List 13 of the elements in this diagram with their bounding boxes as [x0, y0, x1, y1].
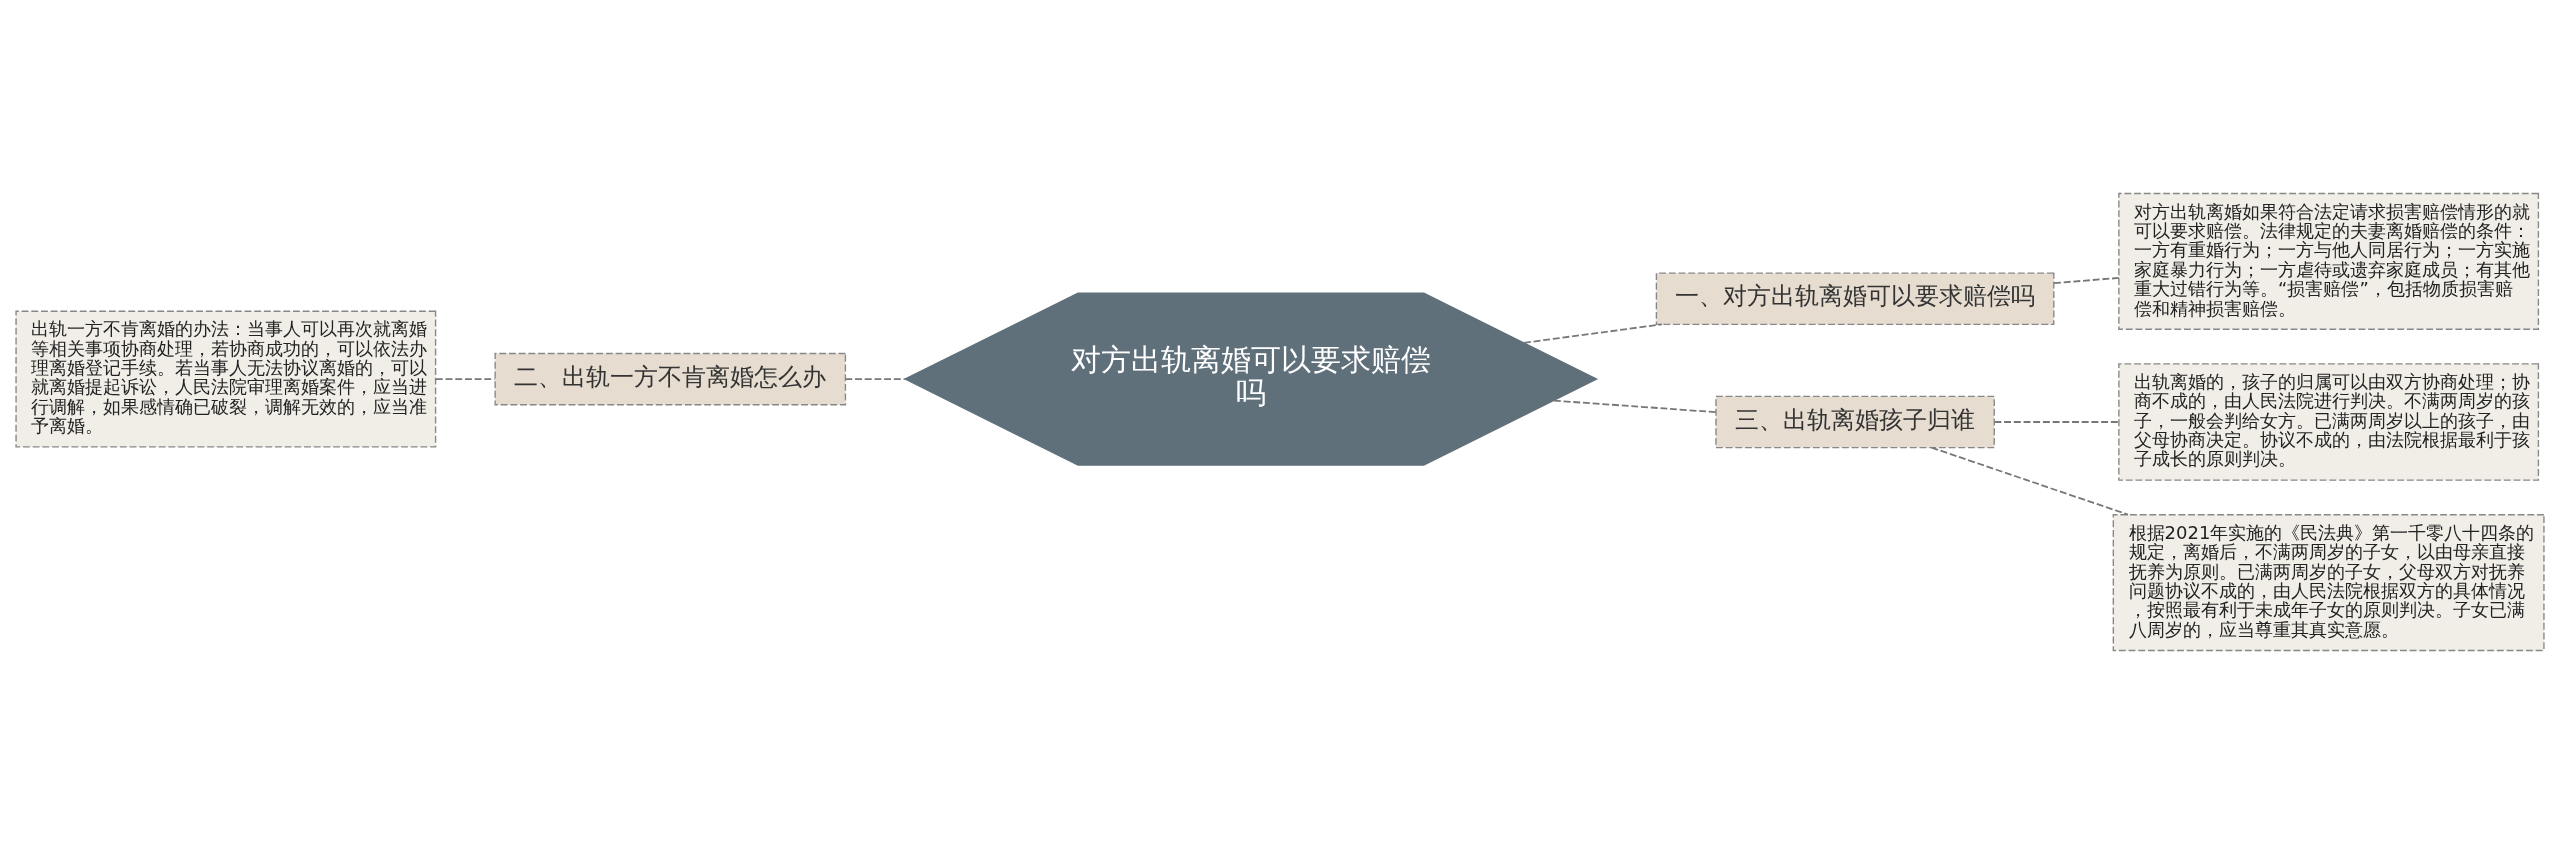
node-box: 根据2021年实施的《民法典》第一千零八十四条的规定，离婚后，不满两周岁的子女，以由母亲直接抚养为原则。已满两周岁的子女，父母双方对抚养问题协议不成的，由人民法院根据双方的具体情况，按照最有利于未成年子女的原则判决。子女已满八周岁的，应当尊重其真实意愿。: [2112, 514, 2545, 652]
connector: [1930, 446, 2129, 516]
connector: [2053, 277, 2120, 284]
connector: [1993, 421, 2120, 423]
node-box: 出轨一方不肯离婚的办法：当事人可以再次就离婚等相关事项协商处理，若协商成功的，可以依法办理离婚登记手续。若当事人无法协议离婚的，可以就离婚提起诉讼，人民法院审理离婚案件，应当进行调解，如果感情确已破裂，调解无效的，应当准予离婚。: [15, 310, 437, 448]
node-box: 出轨离婚的，孩子的归属可以由双方协商处理；协商不成的，由人民法院进行判决。不满两周岁的孩子，一般会判给女方。已满两周岁以上的孩子，由父母协商决定。协议不成的，由法院根据最利于孩子成长的原则判决。: [2118, 363, 2540, 481]
node-box: 一、对方出轨离婚可以要求赔偿吗: [1655, 272, 2055, 326]
connector: [844, 378, 906, 380]
connector: [1553, 399, 1717, 414]
connector: [1523, 323, 1663, 344]
node-box: 对方出轨离婚如果符合法定请求损害赔偿情形的就可以要求赔偿。法律规定的夫妻离婚赔偿的条件：一方有重婚行为；一方与他人同居行为；一方实施家庭暴力行为；一方虐待或遗弃家庭成员；有其他重大过错行为等。“损害赔偿”，包括物质损害赔偿和精神损害赔偿。: [2118, 192, 2540, 330]
node-box: 二、出轨一方不肯离婚怎么办: [494, 352, 847, 406]
node-box: 三、出轨离婚孩子归谁: [1715, 395, 1995, 449]
